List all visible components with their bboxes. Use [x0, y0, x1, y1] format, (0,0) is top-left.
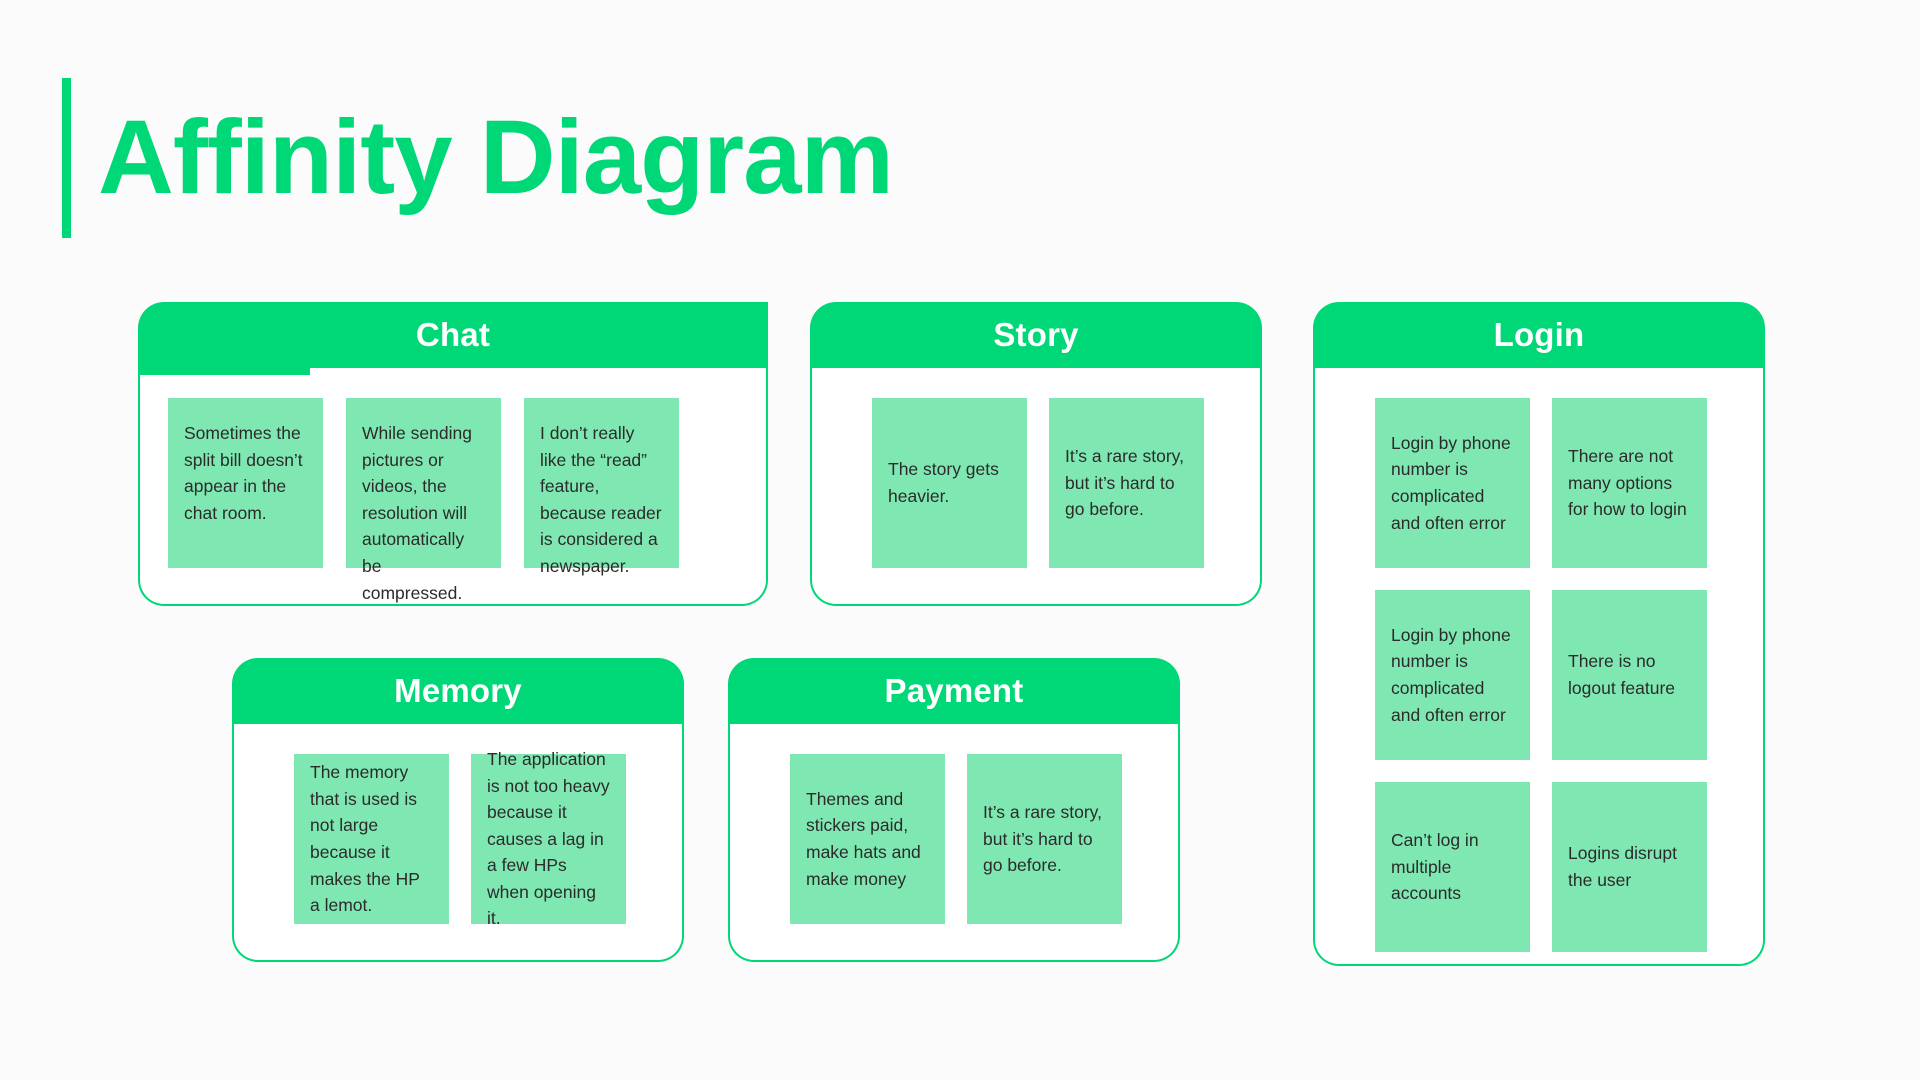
group-header-label: Story	[993, 316, 1079, 353]
sticky-note[interactable]: It’s a rare story, but it’s hard to go b…	[1049, 398, 1204, 568]
group-header-payment: Payment	[728, 658, 1180, 724]
sticky-note[interactable]: The memory that is used is not large bec…	[294, 754, 449, 924]
sticky-note[interactable]: Can’t log in multiple accounts	[1375, 782, 1530, 952]
sticky-note[interactable]: Login by phone number is complicated and…	[1375, 590, 1530, 760]
group-header-memory: Memory	[232, 658, 684, 724]
sticky-note[interactable]: It’s a rare story, but it’s hard to go b…	[967, 754, 1122, 924]
sticky-note[interactable]: Logins disrupt the user	[1552, 782, 1707, 952]
sticky-note[interactable]: Sometimes the split bill doesn’t appear …	[168, 398, 323, 568]
sticky-note[interactable]: The story gets heavier.	[872, 398, 1027, 568]
sticky-note[interactable]: Themes and stickers paid, make hats and …	[790, 754, 945, 924]
group-header-label: Login	[1493, 316, 1585, 353]
group-card-memory: Memory The memory that is used is not la…	[232, 658, 684, 962]
group-header-label: Payment	[884, 672, 1024, 709]
page-title-text: Affinity Diagram	[98, 99, 894, 216]
group-notes-chat: Sometimes the split bill doesn’t appear …	[138, 366, 768, 606]
header-notch	[138, 366, 310, 375]
group-notes-login: Login by phone number is complicated and…	[1313, 366, 1765, 966]
group-card-payment: Payment Themes and stickers paid, make h…	[728, 658, 1180, 962]
group-card-login: Login Login by phone number is complicat…	[1313, 302, 1765, 966]
sticky-note[interactable]: Login by phone number is complicated and…	[1375, 398, 1530, 568]
group-header-story: Story	[810, 302, 1262, 368]
sticky-note[interactable]: I don’t really like the “read” feature, …	[524, 398, 679, 576]
group-notes-payment: Themes and stickers paid, make hats and …	[728, 722, 1180, 962]
title-accent-bar	[62, 78, 71, 238]
group-notes-memory: The memory that is used is not large bec…	[232, 722, 684, 962]
group-card-chat: Chat Sometimes the split bill doesn’t ap…	[138, 302, 768, 606]
group-header-label: Chat	[415, 316, 491, 353]
group-card-story: Story The story gets heavier. It’s a rar…	[810, 302, 1262, 606]
group-header-label: Memory	[394, 672, 522, 709]
group-header-chat: Chat	[138, 302, 768, 368]
group-notes-story: The story gets heavier. It’s a rare stor…	[810, 366, 1262, 606]
sticky-note[interactable]: The application is not too heavy because…	[471, 749, 626, 928]
sticky-note[interactable]: There are not many options for how to lo…	[1552, 398, 1707, 568]
page-title: Affinity Diagram	[62, 78, 894, 238]
sticky-note[interactable]: While sending pictures or videos, the re…	[346, 398, 501, 603]
group-header-login: Login	[1313, 302, 1765, 368]
sticky-note[interactable]: There is no logout feature	[1552, 590, 1707, 760]
